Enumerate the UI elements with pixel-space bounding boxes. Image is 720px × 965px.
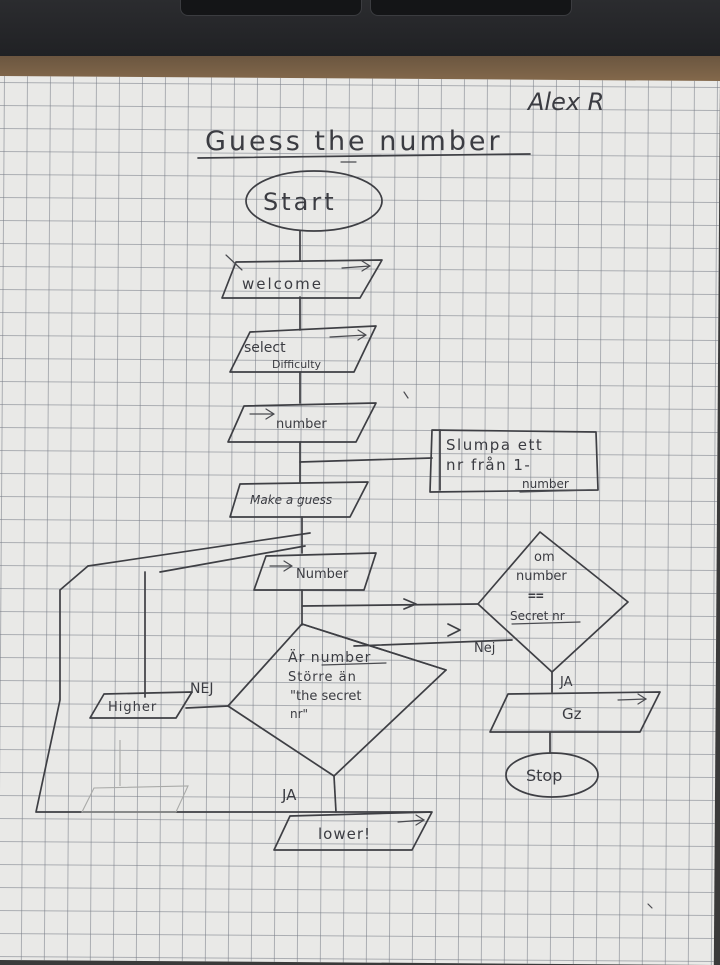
check-label-line1: om bbox=[534, 550, 555, 565]
compare-edge-emphasis bbox=[301, 623, 447, 671]
output-arrow-icon bbox=[617, 693, 648, 705]
output-arrow-icon bbox=[397, 814, 426, 826]
random-label-line2: nr från 1- bbox=[446, 456, 531, 474]
start-label: Start bbox=[263, 188, 337, 216]
select-difficulty-node bbox=[229, 325, 377, 373]
edge-compare-lower bbox=[333, 775, 337, 813]
welcome-label: welcome bbox=[242, 275, 323, 293]
compare-label-line3: "the secret bbox=[290, 689, 362, 704]
compare-underline bbox=[321, 662, 387, 666]
compare-label-line1: Är number bbox=[288, 648, 371, 666]
loop-line-top bbox=[87, 532, 311, 567]
check-label-line4: Secret nr bbox=[510, 609, 565, 623]
edge-input-check bbox=[301, 598, 479, 610]
edge-check-compare bbox=[353, 623, 513, 647]
welcome-node bbox=[221, 259, 383, 299]
higher-node bbox=[89, 691, 193, 719]
lower-label: lower! bbox=[318, 825, 371, 843]
guess-input-node bbox=[253, 552, 377, 591]
check-label-line3: == bbox=[528, 589, 544, 604]
output-arrow-icon bbox=[329, 329, 368, 341]
nej-left-label: NEJ bbox=[190, 681, 213, 697]
stray-mark bbox=[403, 391, 409, 399]
input-arrow-icon bbox=[269, 560, 294, 572]
lower-loop-outer bbox=[35, 565, 431, 813]
welcome-tick bbox=[225, 254, 243, 271]
gz-label: Gz bbox=[562, 705, 582, 723]
check-underline bbox=[511, 621, 581, 625]
page-title: Guess the number bbox=[205, 126, 503, 157]
gz-node bbox=[489, 691, 661, 733]
number-input-label: number bbox=[276, 417, 327, 432]
laptop-key bbox=[180, 0, 362, 16]
loop-line-inner bbox=[159, 545, 306, 573]
random-underline bbox=[519, 489, 591, 493]
edge-compare-higher bbox=[185, 705, 229, 709]
number-input-node bbox=[227, 402, 377, 443]
output-arrow-icon bbox=[341, 260, 372, 272]
select-label: select bbox=[244, 340, 286, 356]
laptop-key bbox=[370, 0, 572, 16]
random-label-line1: Slumpa ett bbox=[446, 436, 543, 454]
higher-label: Higher bbox=[108, 700, 157, 715]
laptop-edge bbox=[0, 0, 720, 62]
stop-label: Stop bbox=[526, 766, 562, 785]
make-guess-node bbox=[229, 481, 369, 518]
difficulty-label: Difficulty bbox=[272, 358, 322, 371]
make-guess-label: Make a guess bbox=[250, 493, 332, 507]
edge-number-random bbox=[299, 457, 433, 463]
title-underline bbox=[197, 153, 531, 159]
input-arrow-icon bbox=[249, 408, 276, 420]
random-number-node bbox=[429, 429, 599, 493]
start-node bbox=[245, 170, 383, 232]
guess-input-label: Number bbox=[296, 567, 349, 582]
compare-label-line4: nr" bbox=[290, 707, 308, 721]
random-label-line3: number bbox=[522, 477, 569, 491]
ja-right-label: JA bbox=[559, 675, 573, 690]
lower-node bbox=[273, 811, 433, 851]
check-label-line2: number bbox=[516, 569, 567, 584]
erased-shape bbox=[81, 785, 189, 813]
stop-node bbox=[505, 752, 599, 798]
ja-bottom-label: JA bbox=[281, 786, 297, 804]
compare-label-line2: Större än bbox=[288, 670, 357, 685]
author-signature: Alex R bbox=[526, 88, 604, 116]
stray-mark bbox=[647, 903, 653, 909]
nej-right-label: Nej bbox=[474, 641, 495, 656]
